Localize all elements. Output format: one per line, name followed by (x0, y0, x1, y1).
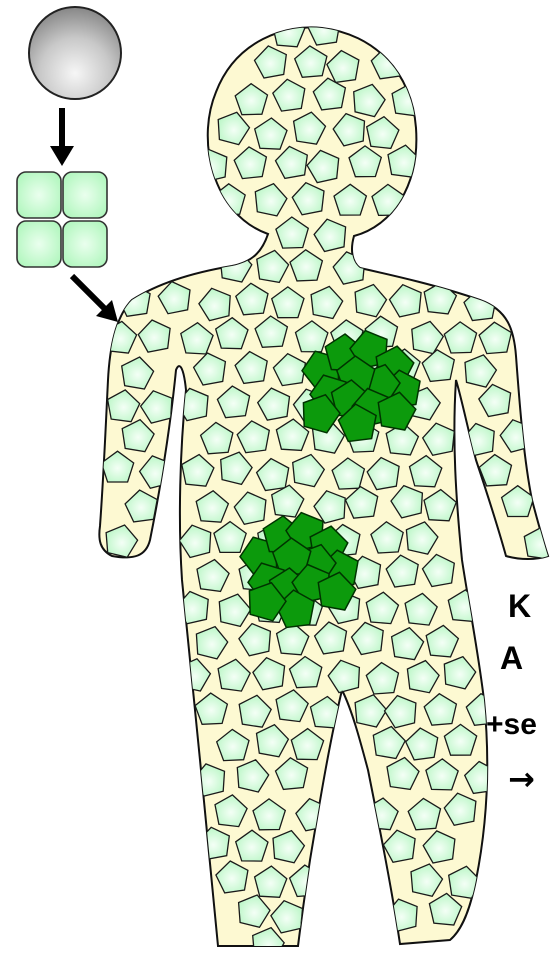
caption-arrow: → (508, 760, 552, 798)
arrow-diagonal-icon (72, 276, 118, 322)
normal-cell (386, 899, 417, 931)
arrow-down-icon (50, 108, 74, 166)
caption-line-2: A (500, 640, 552, 677)
four-cell-block-icon (17, 172, 107, 267)
caption-line-3: +se (486, 708, 552, 742)
zygote-sphere-icon (29, 7, 121, 99)
caption-line-1: K (508, 588, 552, 625)
